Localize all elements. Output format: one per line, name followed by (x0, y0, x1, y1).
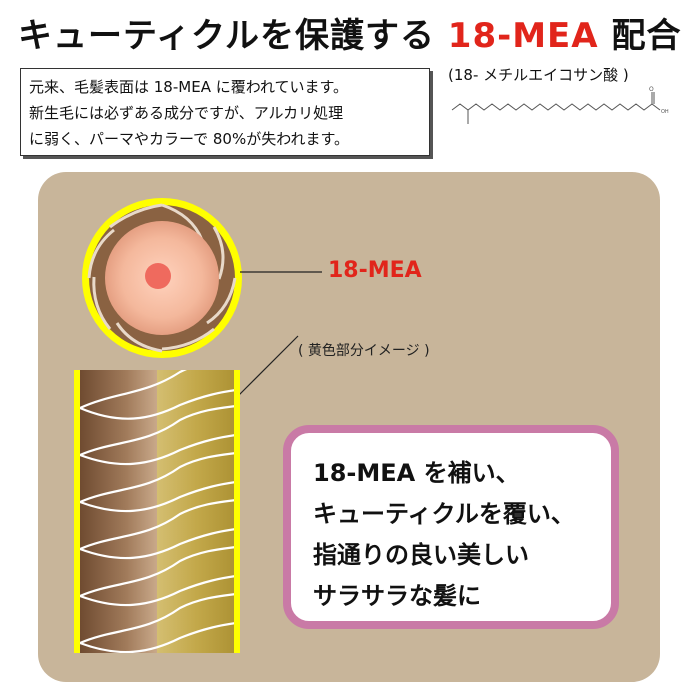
callout-box: 18-MEA を補い、 キューティクルを覆い、 指通りの良い美しい サラサラな髪… (283, 425, 619, 629)
mea-label: 18-MEA (328, 258, 422, 283)
formula-name: (18- メチルエイコサン酸 ) (448, 66, 629, 84)
strand-right-edge (234, 370, 240, 653)
page-title: キューティクルを保護する 18-MEA 配合 (18, 8, 688, 57)
hydroxyl-bond (651, 103, 661, 111)
strand-left-edge (74, 370, 80, 653)
intro-box: 元来、毛髪表面は 18-MEA に覆われています。 新生毛には必ずある成分ですが… (20, 68, 430, 156)
callout-line: 18-MEA を補い、 (313, 459, 520, 487)
title-main: キューティクルを保護する (18, 16, 435, 56)
intro-line: 元来、毛髪表面は 18-MEA に覆われています。 (29, 78, 349, 96)
image-note: ( 黄色部分イメージ ) (298, 343, 430, 359)
medulla (145, 263, 171, 289)
cuticle-lines (79, 370, 235, 653)
atom-o: O (649, 86, 654, 93)
intro-line: に弱く、パーマやカラーで 80%が失われます。 (29, 130, 349, 148)
hair-strand (74, 370, 240, 653)
title-suffix: 配合 (611, 16, 682, 56)
callout-line: サラサラな髪に (313, 582, 481, 610)
callout-line: 指通りの良い美しい (313, 541, 529, 569)
strand-coating (157, 370, 235, 653)
carbon-chain (451, 103, 653, 111)
cuticle-scales (87, 203, 237, 353)
callout-line: キューティクルを覆い、 (313, 500, 575, 528)
strand-leader-line (235, 335, 299, 399)
intro-line: 新生毛には必ずある成分ですが、アルカリ処理 (29, 104, 344, 122)
atom-oh: OH (661, 109, 669, 115)
molecule-structure: O OH (451, 86, 669, 124)
hair-cross-section (82, 198, 242, 358)
title-accent: 18-MEA (447, 16, 599, 56)
